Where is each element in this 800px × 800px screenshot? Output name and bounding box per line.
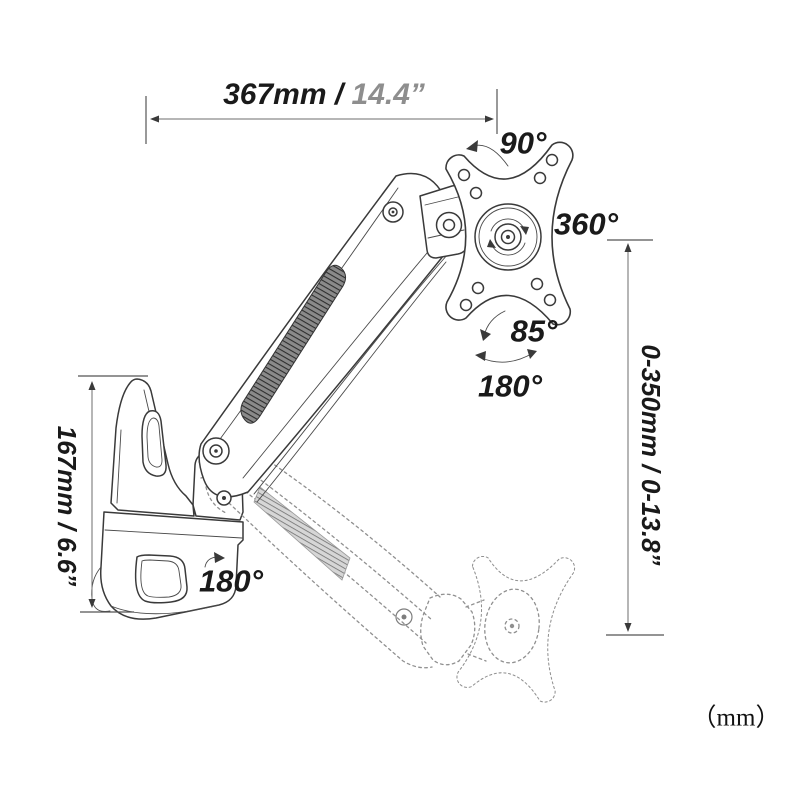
- bracket-height-dimension-label: 167mm / 6.6”: [52, 425, 82, 587]
- vesa-swivel-90-label: 90°: [499, 125, 547, 161]
- width-dimension-imperial: 14.4”: [351, 78, 425, 111]
- swivel-90-arrow-icon: [466, 140, 509, 167]
- arm-pivot-180-arrow-icon: [204, 552, 225, 568]
- vesa-rotation-360-label: 360°: [553, 206, 619, 242]
- vesa-plate: [445, 141, 574, 326]
- arm-vent: [240, 264, 347, 424]
- wall-bracket: [91, 378, 244, 620]
- swivel-180-arrow-icon: [475, 349, 537, 363]
- unit-note: （mm）: [691, 704, 781, 732]
- vesa-swivel-180-label: 180°: [477, 368, 543, 404]
- height-range-dimension-label: 0-350mm / 0-13.8”: [636, 344, 666, 566]
- width-dimension-label: 367mm / 14.4”: [223, 80, 425, 110]
- ghost-vesa-plate: [454, 544, 577, 705]
- height-range-dimension-line: [606, 239, 664, 636]
- bracket-height-dimension-line: [78, 375, 148, 613]
- arm-pivot-180-label: 180°: [198, 563, 264, 599]
- width-dimension-metric: 367mm /: [223, 78, 352, 111]
- vesa-rotation-arrows-icon: [487, 218, 529, 256]
- tilt-85-arrow-icon: [480, 310, 506, 341]
- arm-hinge: [202, 437, 232, 506]
- gas-spring-arm: [198, 172, 453, 503]
- width-dimension-line: [145, 89, 498, 144]
- ghost-lowered-arm: [205, 431, 487, 669]
- vesa-tilt-85-label: 85°: [510, 313, 558, 349]
